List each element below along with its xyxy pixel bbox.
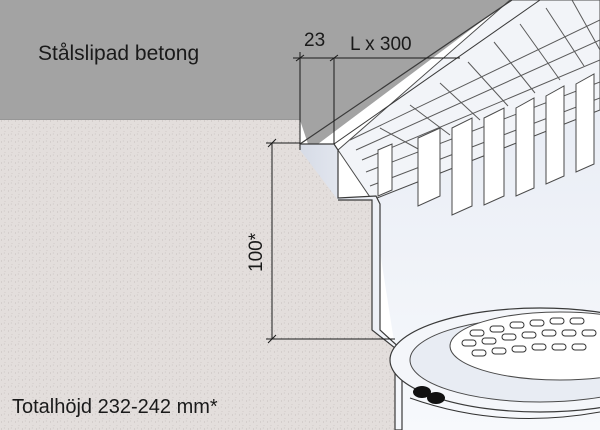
steel-surface-area xyxy=(0,0,510,150)
surface-label: Stålslipad betong xyxy=(38,42,199,65)
channel-steel-profile xyxy=(299,143,403,430)
dimension-lines xyxy=(266,52,460,344)
outlet-bowl xyxy=(389,307,600,419)
total-height-label: Totalhöjd 232-242 mm* xyxy=(12,396,218,418)
grating-length-label: L x 300 xyxy=(350,34,412,55)
concrete-section xyxy=(0,120,395,430)
channel-depth-label: 100* xyxy=(246,232,267,272)
grating xyxy=(337,0,600,216)
flange-width-label: 23 xyxy=(304,30,325,51)
